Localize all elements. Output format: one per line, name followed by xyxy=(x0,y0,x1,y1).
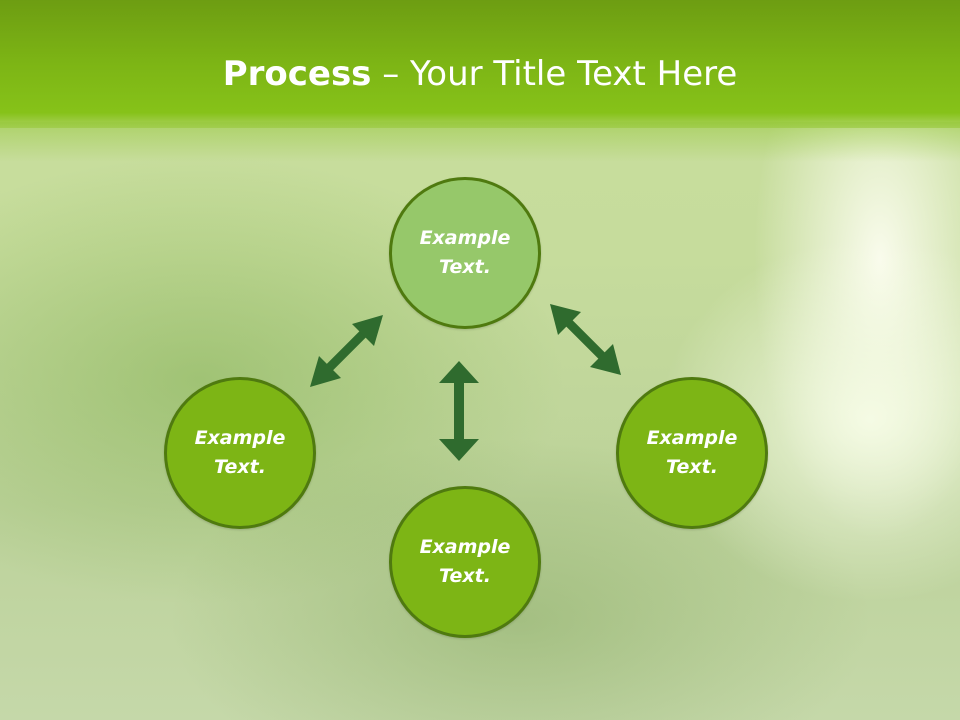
process-node-left: Example Text. xyxy=(164,377,316,529)
process-node-right: Example Text. xyxy=(616,377,768,529)
title-bold: Process xyxy=(222,54,372,94)
slide-title: Process – Your Title Text Here xyxy=(0,52,960,96)
process-node-right-label: Example Text. xyxy=(646,427,738,478)
process-node-top: Example Text. xyxy=(389,177,541,329)
title-bar-fade xyxy=(0,122,960,162)
arrow-left-top xyxy=(310,315,383,387)
arrow-center-vertical xyxy=(439,361,479,461)
arrow-top-right xyxy=(550,304,621,375)
process-node-top-label: Example Text. xyxy=(419,227,511,278)
process-node-left-label: Example Text. xyxy=(194,427,286,478)
process-node-bottom-label: Example Text. xyxy=(419,536,511,587)
title-rest: – Your Title Text Here xyxy=(371,54,738,94)
title-bar xyxy=(0,0,960,128)
process-node-bottom: Example Text. xyxy=(389,486,541,638)
